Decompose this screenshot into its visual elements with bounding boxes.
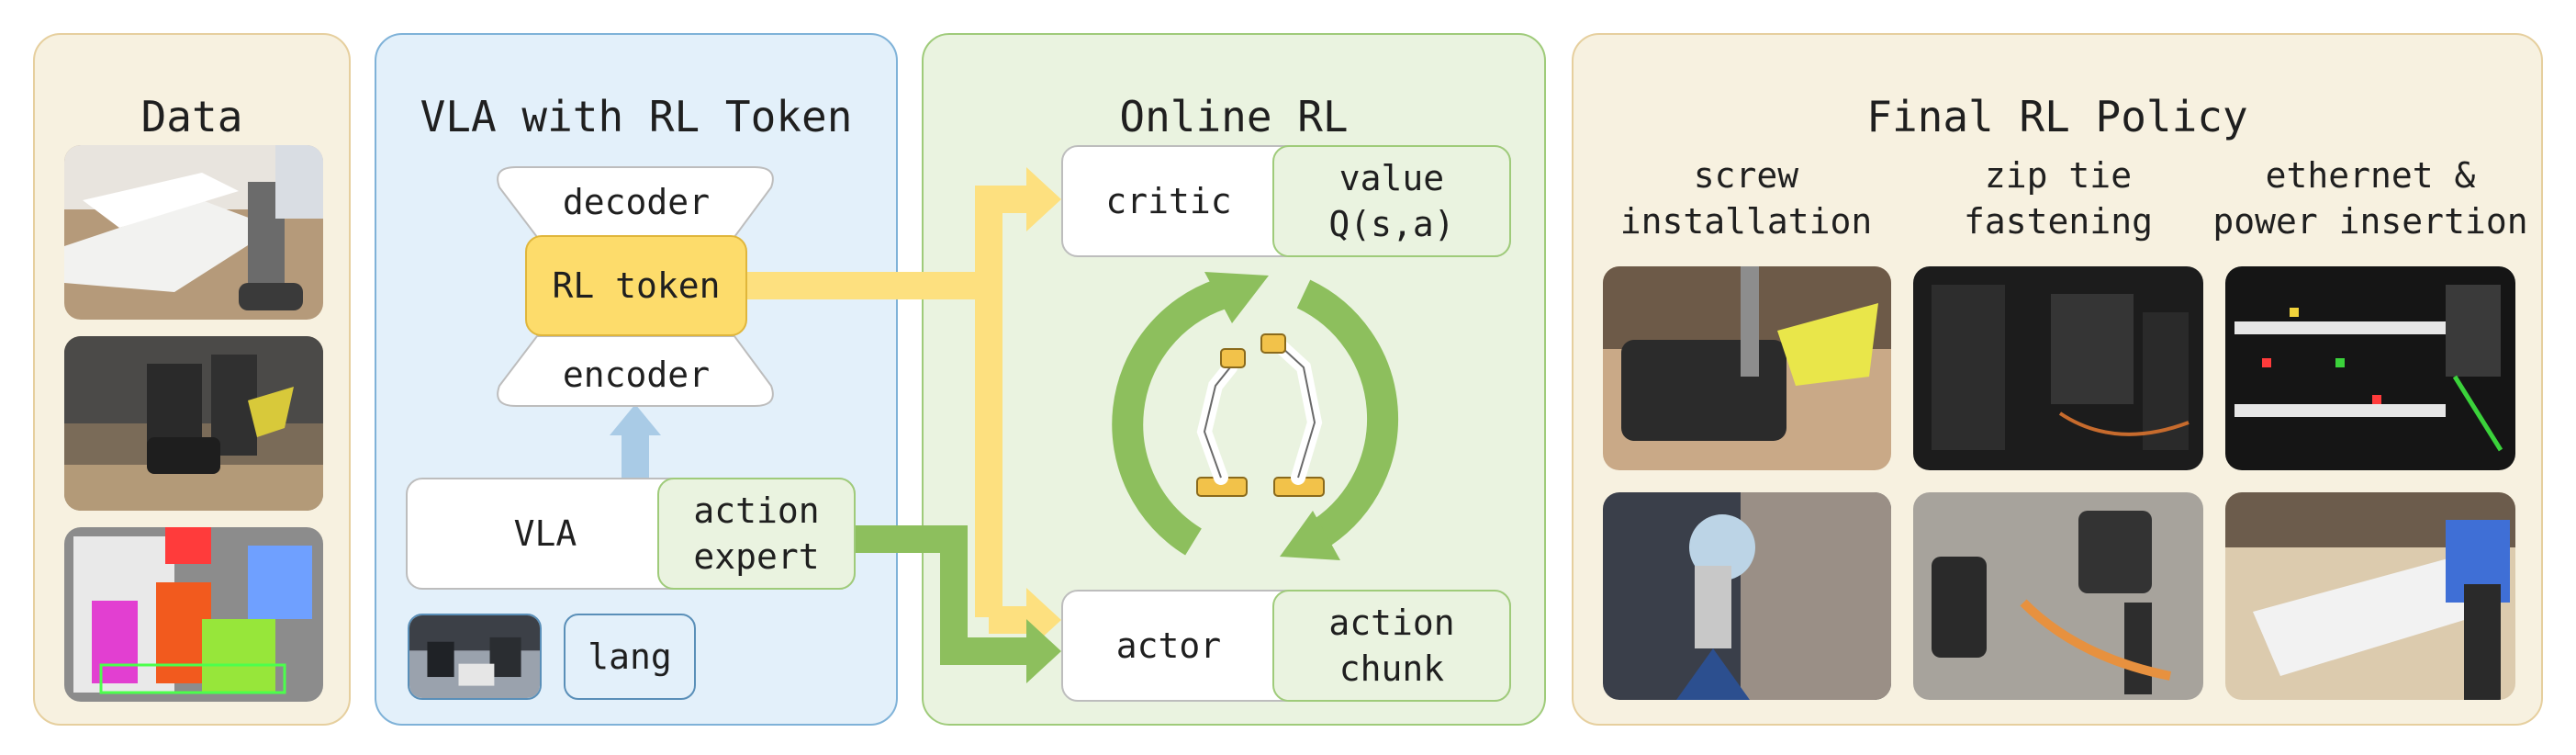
action-expert-box: action expert <box>657 478 856 590</box>
robot-arm-right-icon <box>1260 333 1325 497</box>
rl-token-box: RL token <box>525 235 747 336</box>
actor-label: actor <box>1115 625 1222 666</box>
value-box: value Q(s,a) <box>1272 145 1511 257</box>
green-arrow <box>854 525 1061 683</box>
action-chunk-box: action chunk <box>1272 590 1511 702</box>
encoder-label: encoder <box>562 355 711 395</box>
data-panel-title: Data <box>140 92 243 141</box>
encoder-shape <box>497 335 774 407</box>
vla-panel-title: VLA with RL Token <box>420 92 853 141</box>
task-photo-ethernet-1 <box>2225 266 2515 470</box>
task-photo-ethernet-2 <box>2225 492 2515 700</box>
online-rl-panel-title: Online RL <box>1119 92 1349 141</box>
lang-box: lang <box>564 614 696 700</box>
decoder-label: decoder <box>562 182 711 222</box>
critic-label: critic <box>1105 181 1232 221</box>
vla-label: VLA <box>513 513 577 554</box>
blue-arrow <box>610 404 661 479</box>
camera-image-input <box>408 614 542 700</box>
task-photo-screw-2 <box>1603 492 1891 700</box>
robot-arm-left-icon <box>1196 348 1248 497</box>
yellow-arrow <box>744 167 1061 652</box>
task-photo-zip-tie-1 <box>1913 266 2203 470</box>
data-photo-segmented-room <box>64 527 323 702</box>
cycle-arrow-right <box>1296 279 1399 547</box>
final-policy-panel-title: Final RL Policy <box>1866 92 2248 141</box>
data-photo-bedroom <box>64 145 323 320</box>
task-label-ethernet: ethernet & power insertion <box>2212 155 2528 242</box>
task-label-screw: screw installation <box>1619 155 1873 242</box>
task-photo-zip-tie-2 <box>1913 492 2203 700</box>
cycle-arrow-right-head <box>1280 511 1340 560</box>
task-label-zip-tie: zip tie fastening <box>1964 155 2153 242</box>
task-photo-screw-1 <box>1603 266 1891 470</box>
cycle-arrow-left <box>1112 278 1226 556</box>
cycle-arrow-left-head <box>1204 272 1269 323</box>
data-photo-robot-workshop <box>64 336 323 511</box>
